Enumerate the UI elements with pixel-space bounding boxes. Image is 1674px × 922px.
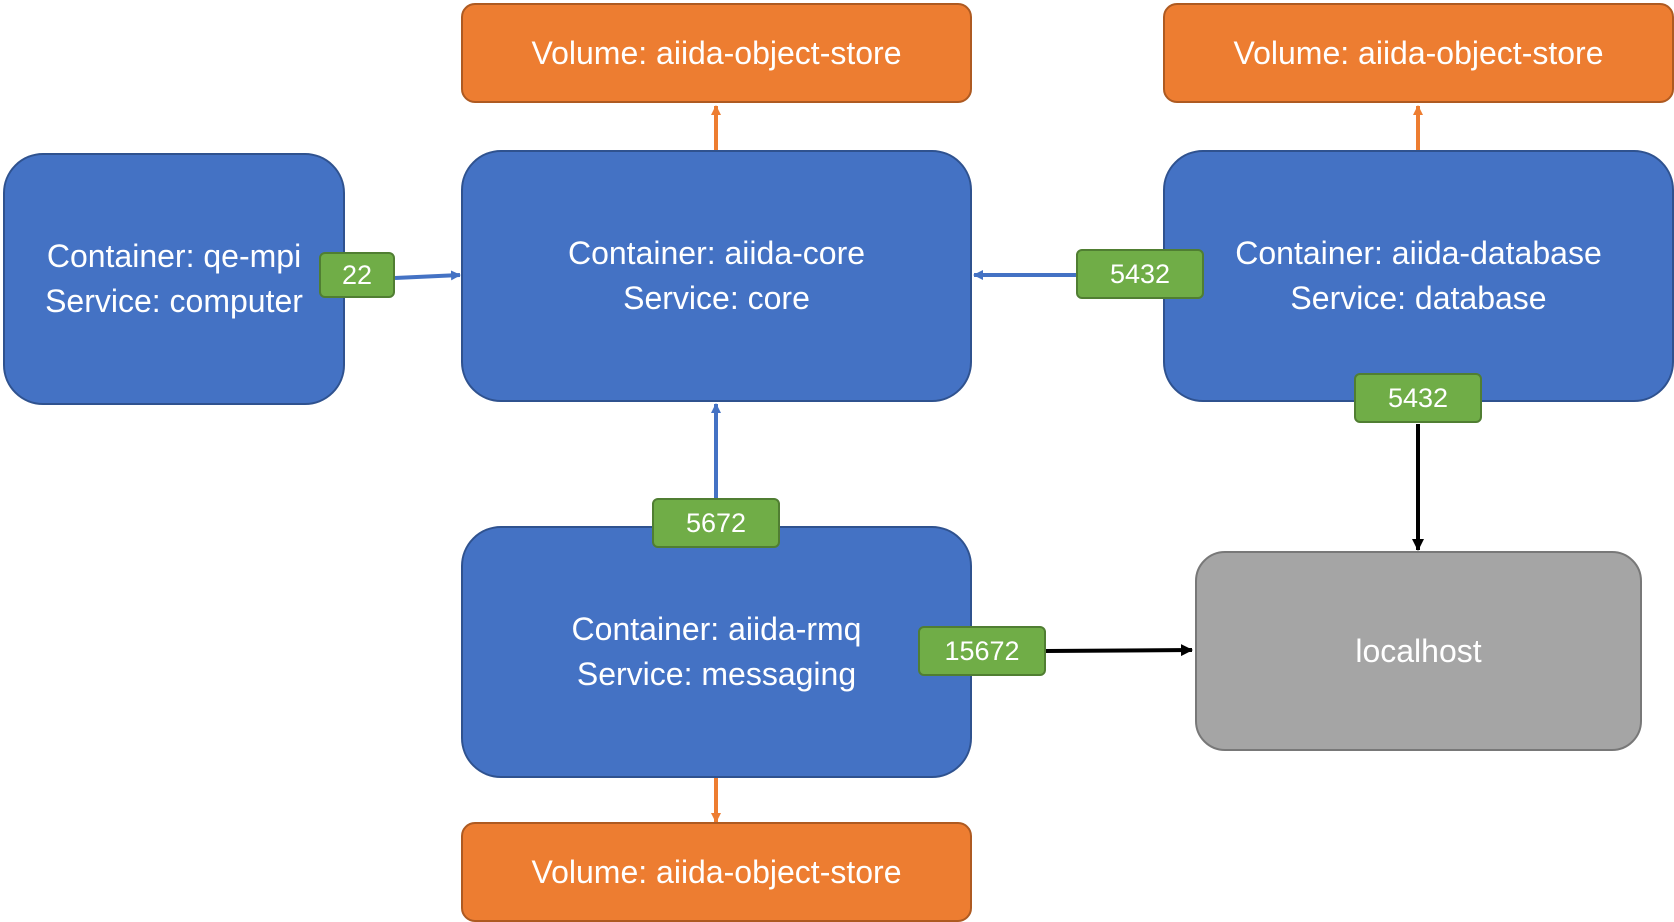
port-database-to-host: 5432 bbox=[1354, 373, 1482, 423]
volume-rmq: Volume: aiida-object-store bbox=[461, 822, 972, 922]
arrow-rmq-to-localhost bbox=[1045, 644, 1193, 657]
port-database-to-core: 5432 bbox=[1076, 249, 1204, 299]
container-aiida-database-name: Container: aiida-database bbox=[1235, 235, 1602, 271]
port-qe-mpi-label: 22 bbox=[341, 259, 373, 290]
port-rmq-to-host-label: 15672 bbox=[944, 635, 1020, 666]
port-qe-mpi: 22 bbox=[319, 252, 395, 298]
volume-core: Volume: aiida-object-store bbox=[461, 3, 972, 103]
arrow-qe-mpi-to-core bbox=[394, 270, 461, 281]
container-aiida-database-service: Service: database bbox=[1290, 280, 1547, 316]
container-aiida-rmq-name: Container: aiida-rmq bbox=[571, 611, 862, 647]
container-qe-mpi-name: Container: qe-mpi bbox=[46, 238, 302, 274]
container-aiida-database: Container: aiida-database Service: datab… bbox=[1163, 150, 1674, 402]
container-aiida-core: Container: aiida-core Service: core bbox=[461, 150, 972, 402]
volume-database: Volume: aiida-object-store bbox=[1163, 3, 1674, 103]
volume-core-label: Volume: aiida-object-store bbox=[531, 34, 902, 71]
container-aiida-rmq-service: Service: messaging bbox=[576, 656, 857, 692]
port-rmq-to-core-label: 5672 bbox=[685, 507, 747, 538]
port-rmq-to-core: 5672 bbox=[652, 498, 780, 548]
volume-database-label: Volume: aiida-object-store bbox=[1233, 34, 1604, 71]
localhost-node: localhost bbox=[1195, 551, 1642, 751]
container-aiida-rmq: Container: aiida-rmq Service: messaging bbox=[461, 526, 972, 778]
volume-rmq-label: Volume: aiida-object-store bbox=[531, 853, 902, 890]
port-database-to-core-label: 5432 bbox=[1109, 258, 1171, 289]
localhost-label: localhost bbox=[1355, 632, 1482, 669]
container-aiida-core-service: Service: core bbox=[623, 280, 810, 316]
port-database-to-host-label: 5432 bbox=[1387, 382, 1449, 413]
container-aiida-core-name: Container: aiida-core bbox=[567, 235, 866, 271]
port-rmq-to-host: 15672 bbox=[918, 626, 1046, 676]
container-qe-mpi-service: Service: computer bbox=[45, 283, 303, 319]
container-qe-mpi: Container: qe-mpi Service: computer bbox=[3, 153, 345, 405]
